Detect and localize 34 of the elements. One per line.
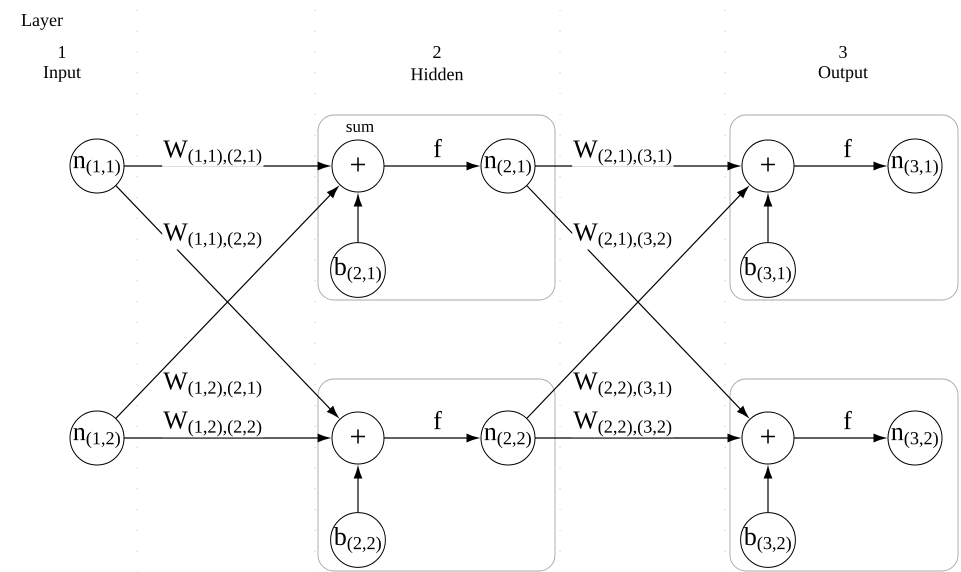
layer-number: 1 (59, 46, 66, 58)
edge-label: f (432, 138, 443, 158)
edge-label: W$_{(1,2),(2,2)}$ (162, 410, 264, 438)
edge-label: W$_{(2,2),(3,1)}$ (572, 372, 674, 398)
arrow (794, 162, 886, 170)
edge-label: W$_{(2,2),(3,2)}$ (572, 410, 674, 438)
arrow (354, 466, 362, 512)
arrow (384, 434, 478, 442)
edge-label: W$_{(2,1),(3,1)}$ (572, 140, 674, 166)
edge-label: f (842, 138, 853, 158)
arrow (794, 434, 886, 442)
axis-title: Layer (22, 14, 63, 30)
arrow (354, 194, 362, 242)
arrow (384, 162, 478, 170)
node-caption: sum (346, 124, 374, 132)
arrow (764, 466, 772, 512)
layer-box (730, 114, 958, 300)
edge-label: W$_{(1,2),(2,1)}$ (162, 372, 264, 398)
layer-number: 3 (839, 46, 847, 58)
arrow (764, 194, 772, 242)
edge-label: f (842, 410, 853, 430)
arrow (124, 434, 330, 442)
arrow (536, 434, 740, 442)
edge-label: W$_{(2,1),(3,2)}$ (572, 222, 674, 250)
edge-label: W$_{(1,1),(2,1)}$ (162, 140, 264, 166)
edge-label: W$_{(1,1),(2,2)}$ (162, 222, 264, 250)
layer-box (318, 114, 556, 300)
edge-label: f (432, 410, 443, 430)
layer-number: 2 (433, 46, 441, 58)
layer-name: Input (44, 66, 81, 82)
layer-name: Output (818, 66, 868, 82)
layer-box (318, 378, 556, 572)
layer-name: Hidden (411, 68, 464, 80)
layer-box (730, 378, 958, 572)
